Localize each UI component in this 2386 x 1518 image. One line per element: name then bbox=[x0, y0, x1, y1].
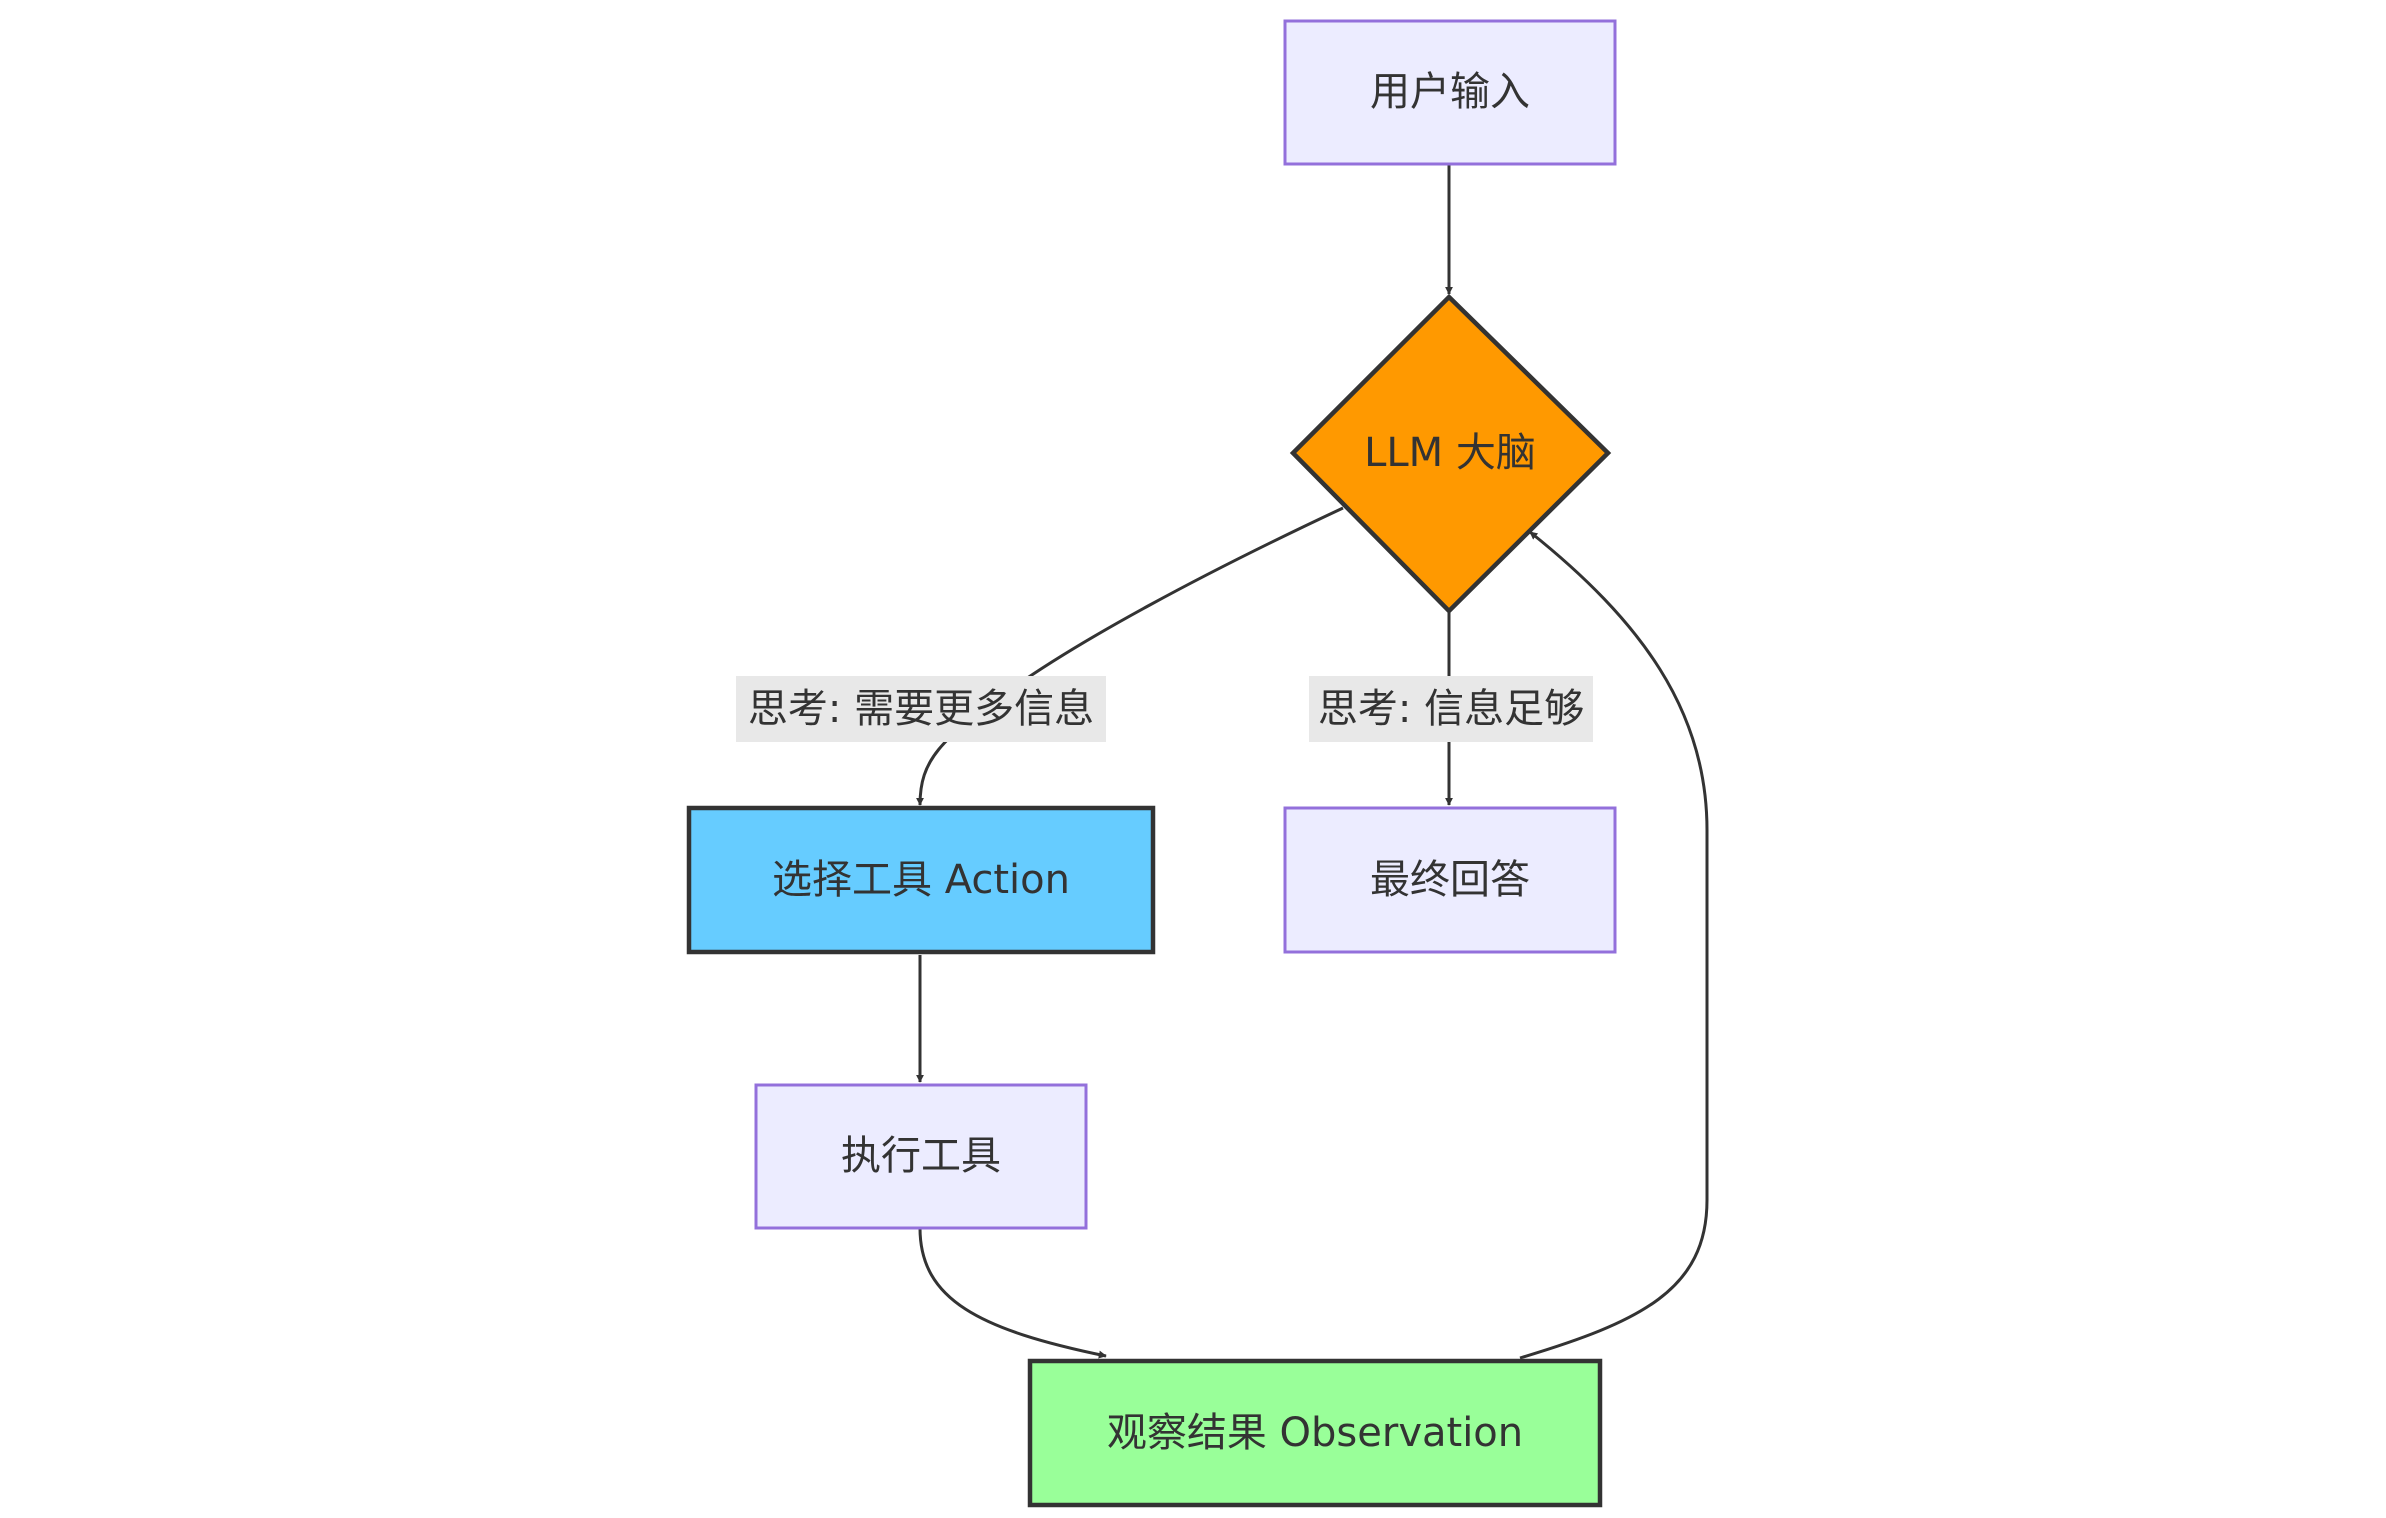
edge-labels: 思考: 需要更多信息 思考: 信息足够 bbox=[736, 676, 1593, 742]
node-execute-tool-box bbox=[754, 1083, 1088, 1230]
node-llm-brain-label: LLM 大脑 bbox=[1364, 430, 1536, 476]
edge-label-text: 思考: 需要更多信息 bbox=[748, 686, 1094, 732]
edge-label-bg bbox=[736, 676, 1106, 742]
node-llm-brain[interactable]: LLM 大脑 bbox=[1289, 293, 1612, 615]
node-select-tool-box bbox=[686, 805, 1156, 955]
edge-observe-to-llm bbox=[1519, 530, 1709, 1360]
nodes: 用户输入 LLM 大脑 选择工具 Action 最终回答 执行工具 观察结果 O… bbox=[686, 19, 1617, 1508]
node-final-answer-box bbox=[1283, 806, 1617, 954]
node-observe-result-label: 观察结果 Observation bbox=[1107, 1410, 1523, 1456]
node-select-tool-label: 选择工具 Action bbox=[772, 857, 1070, 903]
edge-need-more-info bbox=[916, 506, 1344, 806]
node-select-tool[interactable]: 选择工具 Action bbox=[686, 805, 1156, 955]
node-observe-result[interactable]: 观察结果 Observation bbox=[1027, 1358, 1603, 1508]
edge-label-text: 思考: 信息足够 bbox=[1318, 686, 1584, 732]
node-observe-result-box bbox=[1027, 1358, 1603, 1508]
edge-execute-to-observe bbox=[918, 1227, 1107, 1359]
node-final-answer[interactable]: 最终回答 bbox=[1283, 806, 1617, 954]
node-execute-tool-label: 执行工具 bbox=[841, 1133, 1001, 1179]
edge-label-info-enough: 思考: 信息足够 bbox=[1309, 676, 1593, 742]
node-llm-brain-diamond bbox=[1289, 293, 1612, 615]
node-user-input-box bbox=[1283, 19, 1617, 166]
node-final-answer-label: 最终回答 bbox=[1370, 857, 1530, 903]
node-execute-tool[interactable]: 执行工具 bbox=[754, 1083, 1088, 1230]
edge-label-need-more-info: 思考: 需要更多信息 bbox=[736, 676, 1106, 742]
node-user-input-label: 用户输入 bbox=[1370, 69, 1530, 115]
edge-label-bg bbox=[1309, 676, 1593, 742]
node-user-input[interactable]: 用户输入 bbox=[1283, 19, 1617, 166]
